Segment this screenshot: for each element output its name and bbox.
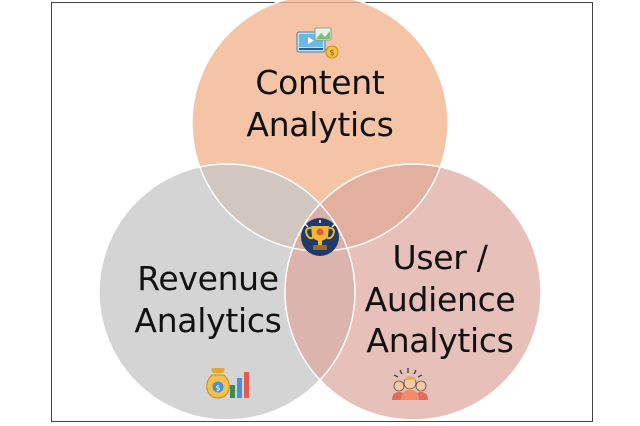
label-line: Analytics	[134, 301, 282, 341]
circle-revenue	[99, 164, 355, 420]
svg-text:$: $	[215, 384, 220, 393]
user-audience-analytics-label: User / Audience Analytics	[345, 237, 535, 362]
revenue-analytics-label: Revenue Analytics	[104, 258, 312, 342]
label-line: Analytics	[366, 321, 514, 361]
content-analytics-label: Content Analytics	[204, 62, 436, 146]
money-bag-chart-icon: $	[206, 367, 249, 399]
trophy-icon	[301, 218, 339, 256]
audience-group-icon	[392, 368, 428, 400]
label-line: Audience	[364, 279, 516, 319]
svg-text:$: $	[329, 48, 334, 57]
label-line: Revenue	[137, 259, 279, 298]
video-money-icon: $	[296, 27, 339, 59]
label-line: Analytics	[246, 105, 394, 145]
circle-user	[285, 164, 541, 420]
label-line: Content	[255, 63, 385, 102]
label-line: User /	[392, 238, 488, 277]
